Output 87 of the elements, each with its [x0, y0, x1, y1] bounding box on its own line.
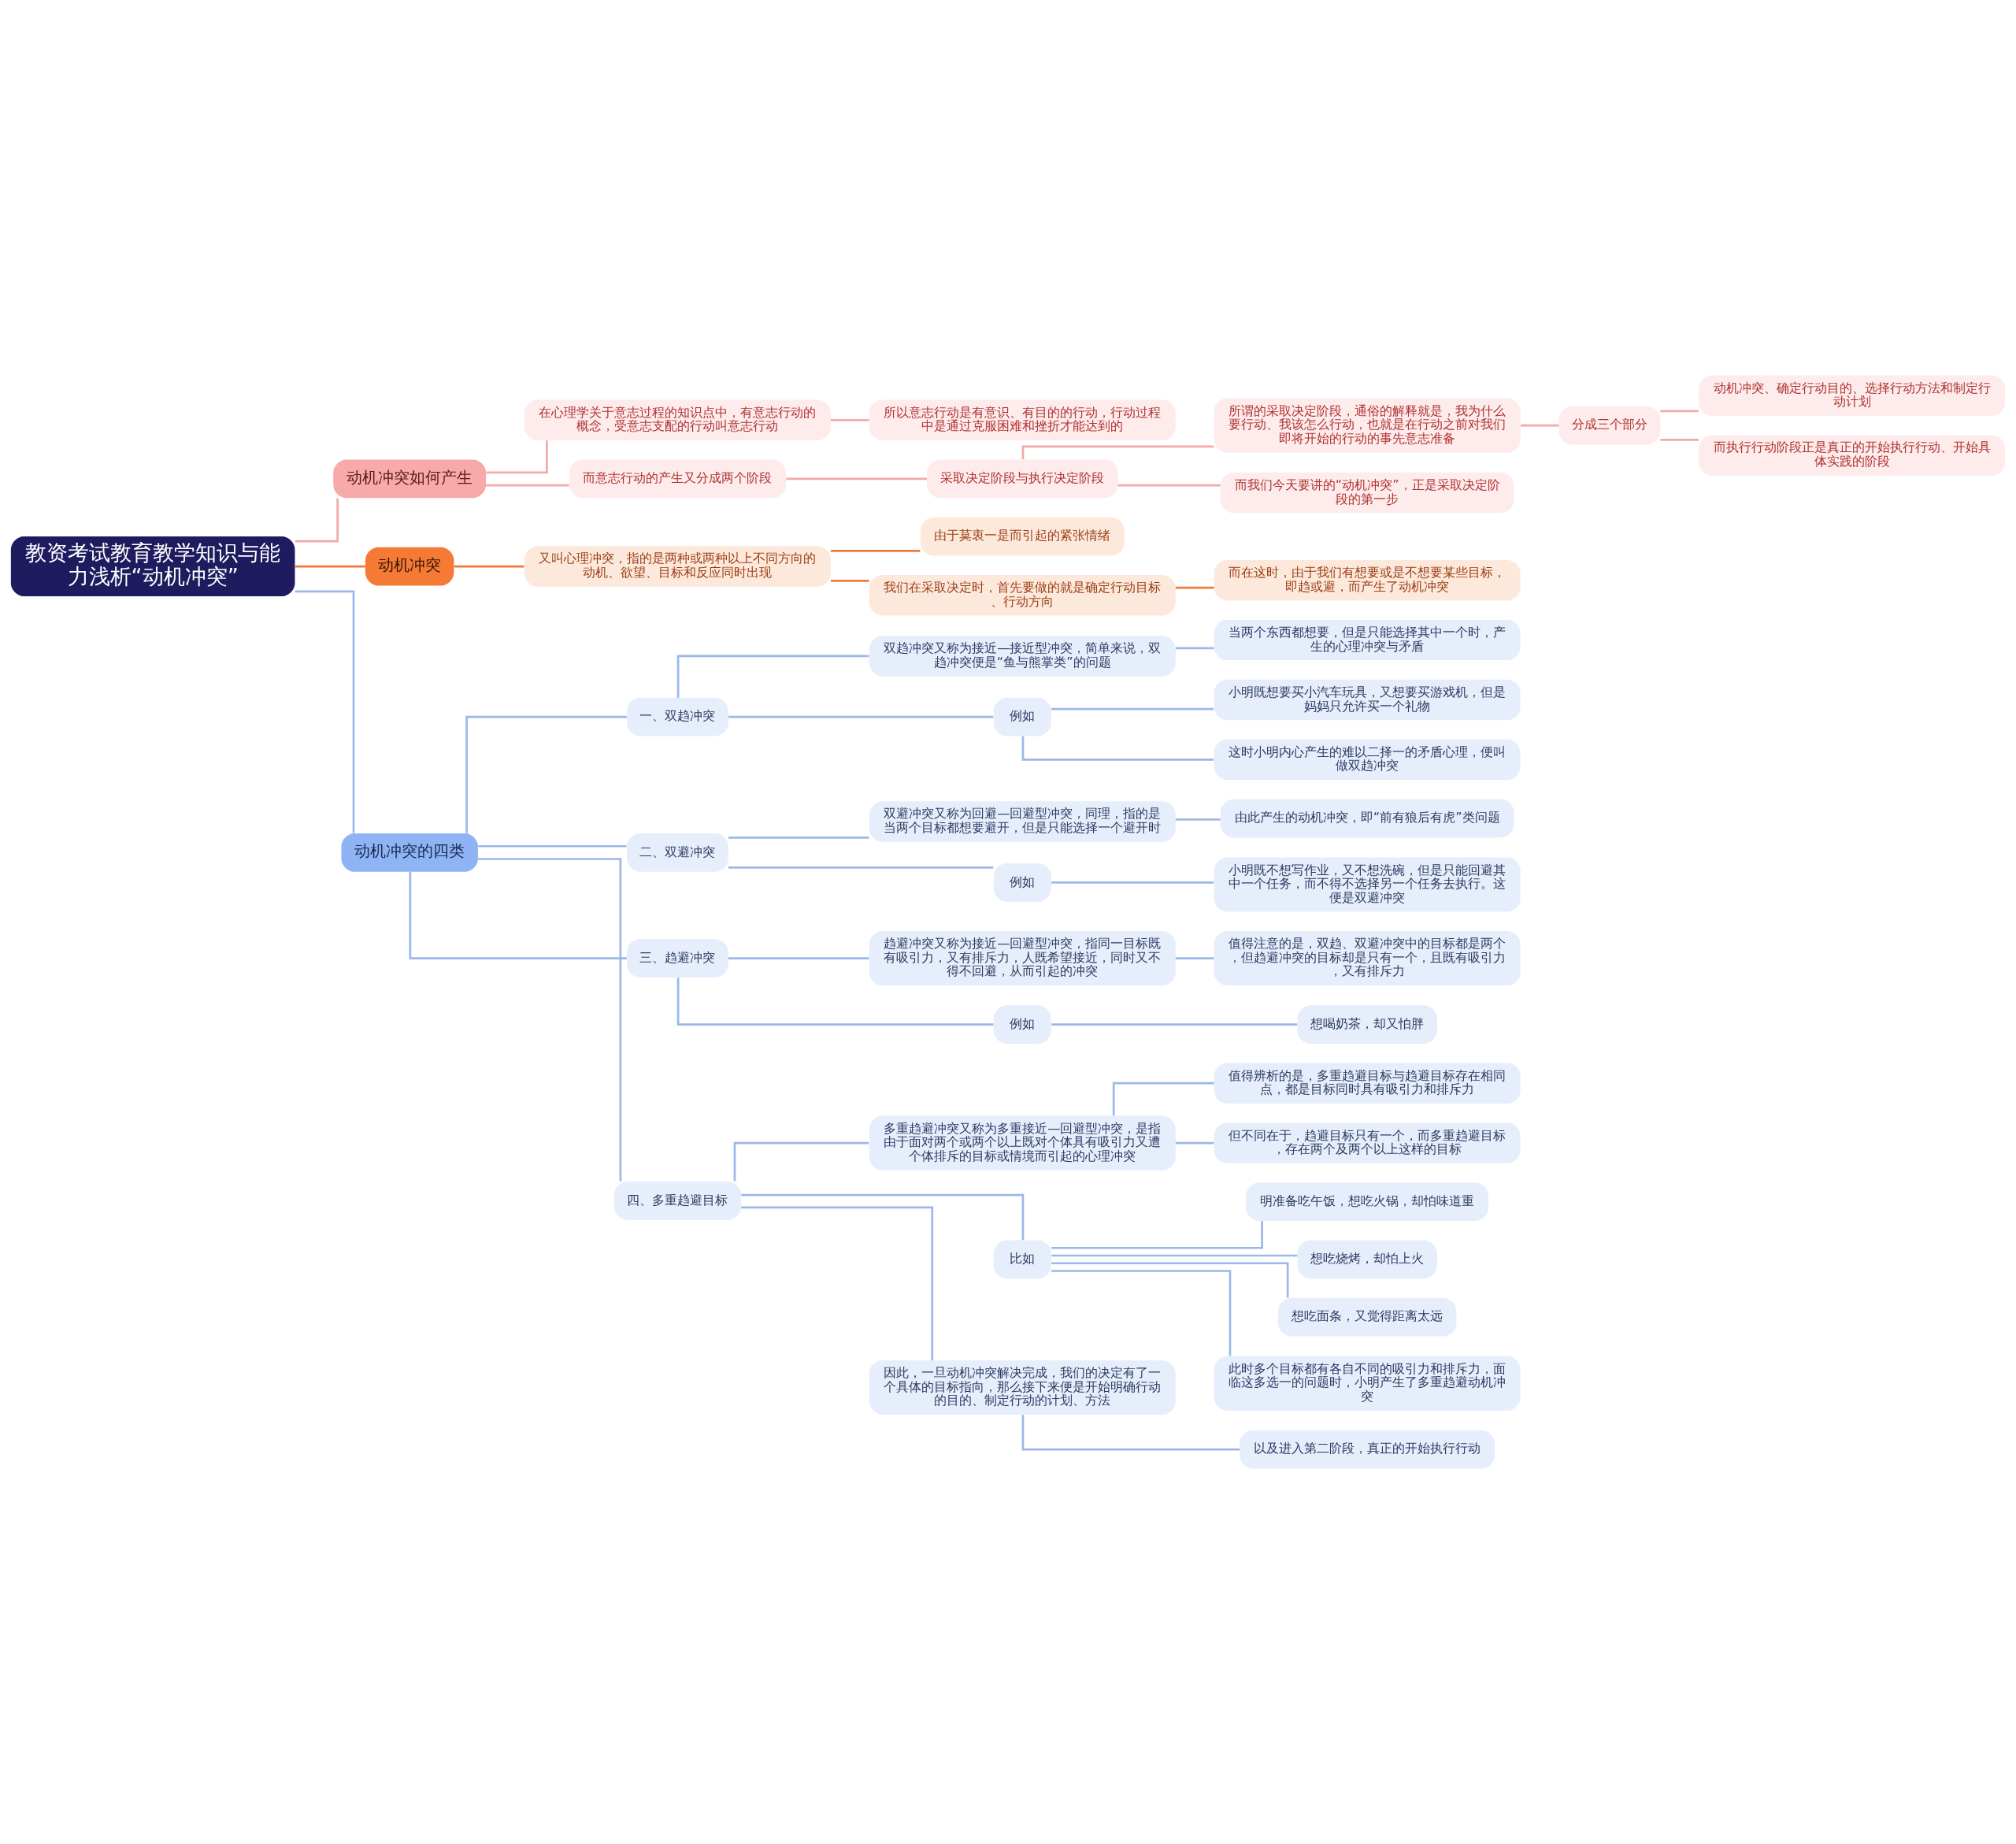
- node-box: 多重趋避冲突又称为多重接近—回避型冲突，是指由于面对两个或两个以上既对个体具有吸引力又遭个体排斥的目标或情境而引起的心理冲突: [869, 1115, 1176, 1171]
- node-box: 因此，一旦动机冲突解决完成，我们的决定有了一个具体的目标指向，那么接下来便是开始明确行动的目的、制定行动的计划、方法: [869, 1360, 1176, 1415]
- connector: [1521, 424, 1559, 427]
- node-box: 想吃面条，又觉得距离太远: [1277, 1297, 1457, 1337]
- node-box: 趋避冲突又称为接近—回避型冲突，指同一目标既有吸引力，又有排斥力，人既希望接近，同时又不得不回避，从而引起的冲突: [869, 931, 1176, 986]
- node-box: 由于莫衷一是而引起的紧张情绪: [920, 517, 1125, 556]
- node-box: 而执行行动阶段正是真正的开始执行行动、开始具体实践的阶段: [1699, 435, 2006, 476]
- connector: [1051, 1254, 1298, 1257]
- connector: [1051, 1221, 1263, 1249]
- node-box: 四、多重趋避目标: [613, 1181, 742, 1220]
- connector: [486, 484, 569, 487]
- node-box: 我们在采取决定时，首先要做的就是确定行动目标、行动方向: [869, 574, 1176, 616]
- connector: [1051, 1023, 1298, 1026]
- node-box: 双避冲突又称为回避—回避型冲突，同理，指的是当两个目标都想要避开，但是只能选择一个避开时: [869, 801, 1176, 842]
- connector: [409, 872, 627, 959]
- node-box: 在心理学关于意志过程的知识点中，有意志行动的概念，受意志支配的行动叫意志行动: [524, 399, 831, 441]
- node-box: 而在这时，由于我们有想要或是不想要某些目标，即趋或避，而产生了动机冲突: [1214, 559, 1521, 601]
- connector: [1112, 1082, 1214, 1116]
- node-box: 而我们今天要讲的“动机冲突”，正是采取决定阶段的第一步: [1220, 472, 1514, 514]
- connector: [728, 837, 869, 839]
- connector: [831, 550, 921, 552]
- connector: [1021, 445, 1214, 460]
- node-box: 三、趋避冲突: [627, 939, 728, 978]
- node-box: 动机冲突、确定行动目的、选择行动方法和制定行动计划: [1699, 375, 2006, 416]
- node-box: 这时小明内心产生的难以二择一的矛盾心理，便叫做双趋冲突: [1214, 739, 1521, 781]
- connector: [676, 655, 869, 698]
- connector: [831, 419, 869, 421]
- node-box: 而意志行动的产生又分成两个阶段: [569, 459, 787, 499]
- node-box: 值得注意的是，双趋、双避冲突中的目标都是两个，但趋避冲突的目标却是只有一个，且既有吸引力，又有排斥力: [1214, 931, 1521, 986]
- node-box: 以及进入第二阶段，真正的开始执行行动: [1240, 1430, 1495, 1469]
- connector: [786, 477, 927, 480]
- connector: [831, 580, 869, 582]
- node-box: 所以意志行动是有意识、有目的的行动，行动过程中是通过克服困难和挫折才能达到的: [869, 399, 1176, 441]
- connector: [295, 590, 355, 833]
- connector: [478, 858, 622, 1182]
- node-box: 教资考试教育教学知识与能力浅析“动机冲突”: [10, 536, 295, 597]
- node-box: 采取决定阶段与执行决定阶段: [926, 459, 1118, 499]
- connector: [728, 715, 994, 718]
- node-box: 二、双避冲突: [627, 833, 728, 872]
- node-box: 小明既想要买小汽车玩具，又想要买游戏机，但是妈妈只允许买一个礼物: [1214, 679, 1521, 721]
- node-box: 比如: [993, 1240, 1051, 1279]
- connector: [1660, 410, 1699, 413]
- node-box: 又叫心理冲突，指的是两种或两种以上不同方向的动机、欲望、目标和反应同时出现: [524, 546, 831, 587]
- node-box: 值得辨析的是，多重趋避目标与趋避目标存在相同点，都是目标同时具有吸引力和排斥力: [1214, 1063, 1521, 1104]
- node-box: 双趋冲突又称为接近—接近型冲突，简单来说，双趋冲突便是“鱼与熊掌类”的问题: [869, 636, 1176, 677]
- connector: [1175, 1141, 1214, 1145]
- connector: [741, 1193, 1025, 1241]
- node-box: 但不同在于，趋避目标只有一个，而多重趋避目标，存在两个及两个以上这样的目标: [1214, 1122, 1521, 1163]
- connector: [454, 565, 524, 568]
- connector: [728, 866, 994, 869]
- connector: [486, 440, 548, 474]
- node-box: 例如: [993, 863, 1051, 902]
- connector: [1051, 1270, 1232, 1356]
- connector: [741, 1206, 934, 1360]
- connector: [295, 565, 365, 568]
- node-box: 动机冲突: [365, 547, 454, 586]
- connector: [295, 498, 339, 543]
- node-box: 动机冲突的四类: [341, 833, 478, 872]
- node-box: 明准备吃午饭，想吃火锅，却怕味道重: [1246, 1182, 1489, 1222]
- connector: [1175, 647, 1214, 650]
- connector: [1175, 957, 1214, 959]
- node-box: 此时多个目标都有各自不同的吸引力和排斥力，面临这多选一的问题时，小明产生了多重趋避动机冲突: [1214, 1356, 1521, 1411]
- connector: [1021, 1415, 1240, 1451]
- node-box: 例如: [993, 697, 1051, 736]
- connector: [478, 844, 627, 848]
- connector: [1021, 736, 1214, 761]
- connector: [1051, 1262, 1289, 1298]
- connector: [733, 1141, 869, 1182]
- node-box: 由此产生的动机冲突，即“前有狼后有虎”类问题: [1220, 799, 1514, 838]
- node-box: 动机冲突如何产生: [333, 459, 487, 499]
- node-box: 想喝奶茶，却又怕胖: [1297, 1005, 1437, 1044]
- node-box: 当两个东西都想要，但是只能选择其中一个时，产生的心理冲突与矛盾: [1214, 619, 1521, 661]
- node-box: 一、双趋冲突: [627, 697, 728, 736]
- connector: [676, 978, 994, 1026]
- connector: [1051, 707, 1214, 711]
- node-box: 小明既不想写作业，又不想洗碗，但是只能回避其中一个任务，而不得不选择另一个任务去执行。这便是双避冲突: [1214, 857, 1521, 912]
- connector: [728, 957, 869, 959]
- connector: [1660, 439, 1699, 441]
- connector: [465, 715, 627, 833]
- node-box: 例如: [993, 1005, 1051, 1044]
- connector: [1051, 881, 1214, 884]
- connector: [1117, 484, 1221, 487]
- connector: [1175, 586, 1214, 589]
- connector: [1175, 818, 1221, 821]
- node-box: 分成三个部分: [1558, 406, 1661, 445]
- node-box: 想吃烧烤，却怕上火: [1297, 1240, 1437, 1279]
- node-box: 所谓的采取决定阶段，通俗的解释就是，我为什么要行动、我该怎么行动，也就是在行动之前对我们即将开始的行动的事先意志准备: [1214, 398, 1521, 453]
